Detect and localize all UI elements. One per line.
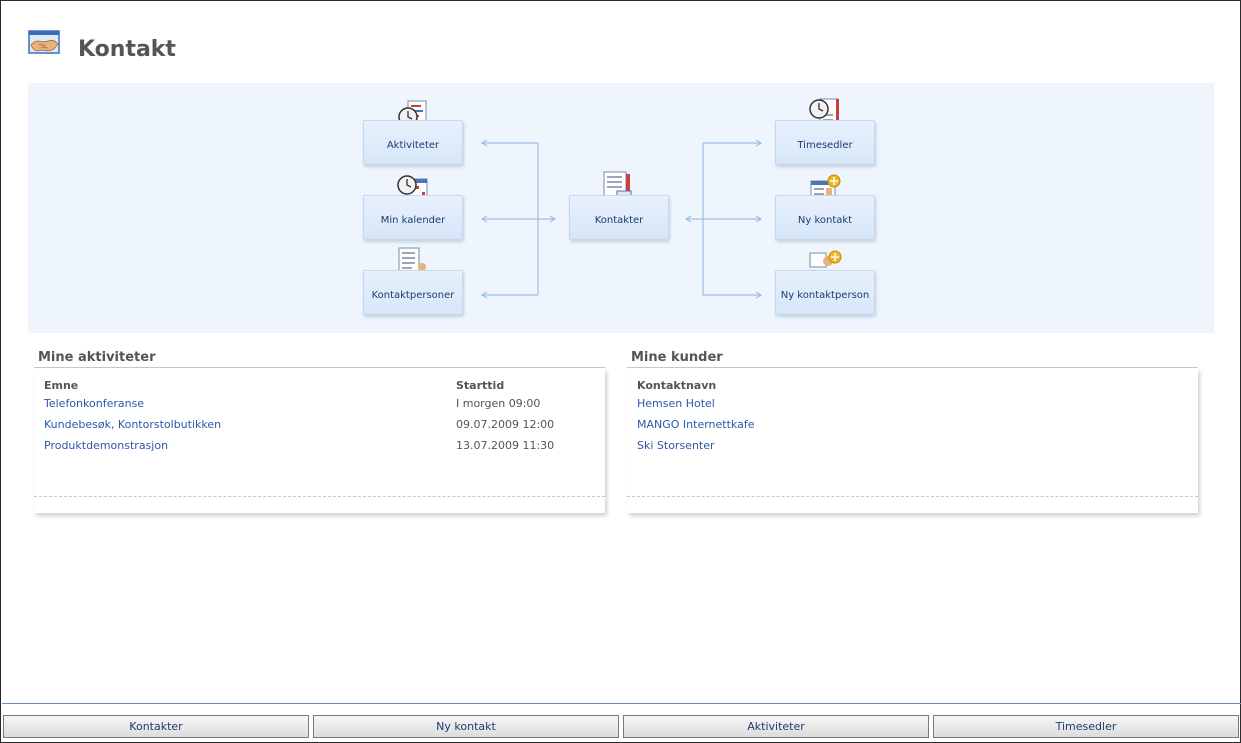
diagram-node-label: Aktiviteter [386,140,440,151]
diagram-node-kontakter[interactable]: Kontakter [569,195,669,240]
activity-start-time: 13.07.2009 11:30 [456,439,555,452]
toolbar-button-aktiviteter[interactable]: Aktiviteter [623,715,929,738]
toolbar-button-kontakter[interactable]: Kontakter [3,715,309,738]
activity-subject-link[interactable]: Telefonkonferanse [44,397,145,410]
customer-link[interactable]: Ski Storsenter [637,439,715,452]
customers-panel: Kontaktnavn Hemsen Hotel MANGO Internett… [627,368,1198,513]
toolbar-separator [2,703,1241,704]
diagram-node-min-kalender[interactable]: Min kalender [363,195,463,240]
diagram-node-label: Ny kontaktperson [780,290,870,301]
activities-panel-title: Mine aktiviteter [38,350,156,365]
customer-link[interactable]: Hemsen Hotel [637,397,715,410]
diagram-node-aktiviteter[interactable]: Aktiviteter [363,120,463,165]
activity-subject-link[interactable]: Kundebesøk, Kontorstolbutikken [44,418,222,431]
panel-divider [627,367,1198,368]
diagram-node-label: Ny kontakt [797,215,853,226]
navigation-diagram: Aktiviteter Min kalender Kontaktperso [28,83,1214,333]
diagram-node-ny-kontakt[interactable]: Ny kontakt [775,195,875,240]
activity-start-time: 09.07.2009 12:00 [456,418,555,431]
diagram-connectors [481,139,762,299]
column-header-kontaktnavn: Kontaktnavn [637,379,717,392]
calendar-clock-icon [396,173,430,205]
page-title: Kontakt [78,37,176,62]
panel-footer-divider [627,496,1198,497]
panel-divider [34,367,605,368]
column-header-emne: Emne [44,379,79,392]
activities-panel: Emne Starttid Telefonkonferanse I morgen… [34,368,605,513]
diagram-node-label: Timesedler [797,140,853,151]
diagram-node-timesedler[interactable]: Timesedler [775,120,875,165]
contact-persons-icon [396,247,430,279]
diagram-node-label: Kontakter [594,215,644,226]
customer-link[interactable]: MANGO Internettkafe [637,418,755,431]
column-header-starttid: Starttid [456,379,505,392]
diagram-node-kontaktpersoner[interactable]: Kontaktpersoner [363,270,463,315]
handshake-icon [28,29,60,57]
panel-footer-divider [34,496,605,497]
activity-start-time: I morgen 09:00 [456,397,541,410]
diagram-node-ny-kontaktperson[interactable]: Ny kontaktperson [775,270,875,315]
toolbar-button-timesedler[interactable]: Timesedler [933,715,1239,738]
activity-subject-link[interactable]: Produktdemonstrasjon [44,439,169,452]
toolbar-button-ny-kontakt[interactable]: Ny kontakt [313,715,619,738]
customers-panel-title: Mine kunder [631,350,723,365]
diagram-node-label: Kontaktpersoner [371,290,455,301]
diagram-node-label: Min kalender [380,215,446,226]
